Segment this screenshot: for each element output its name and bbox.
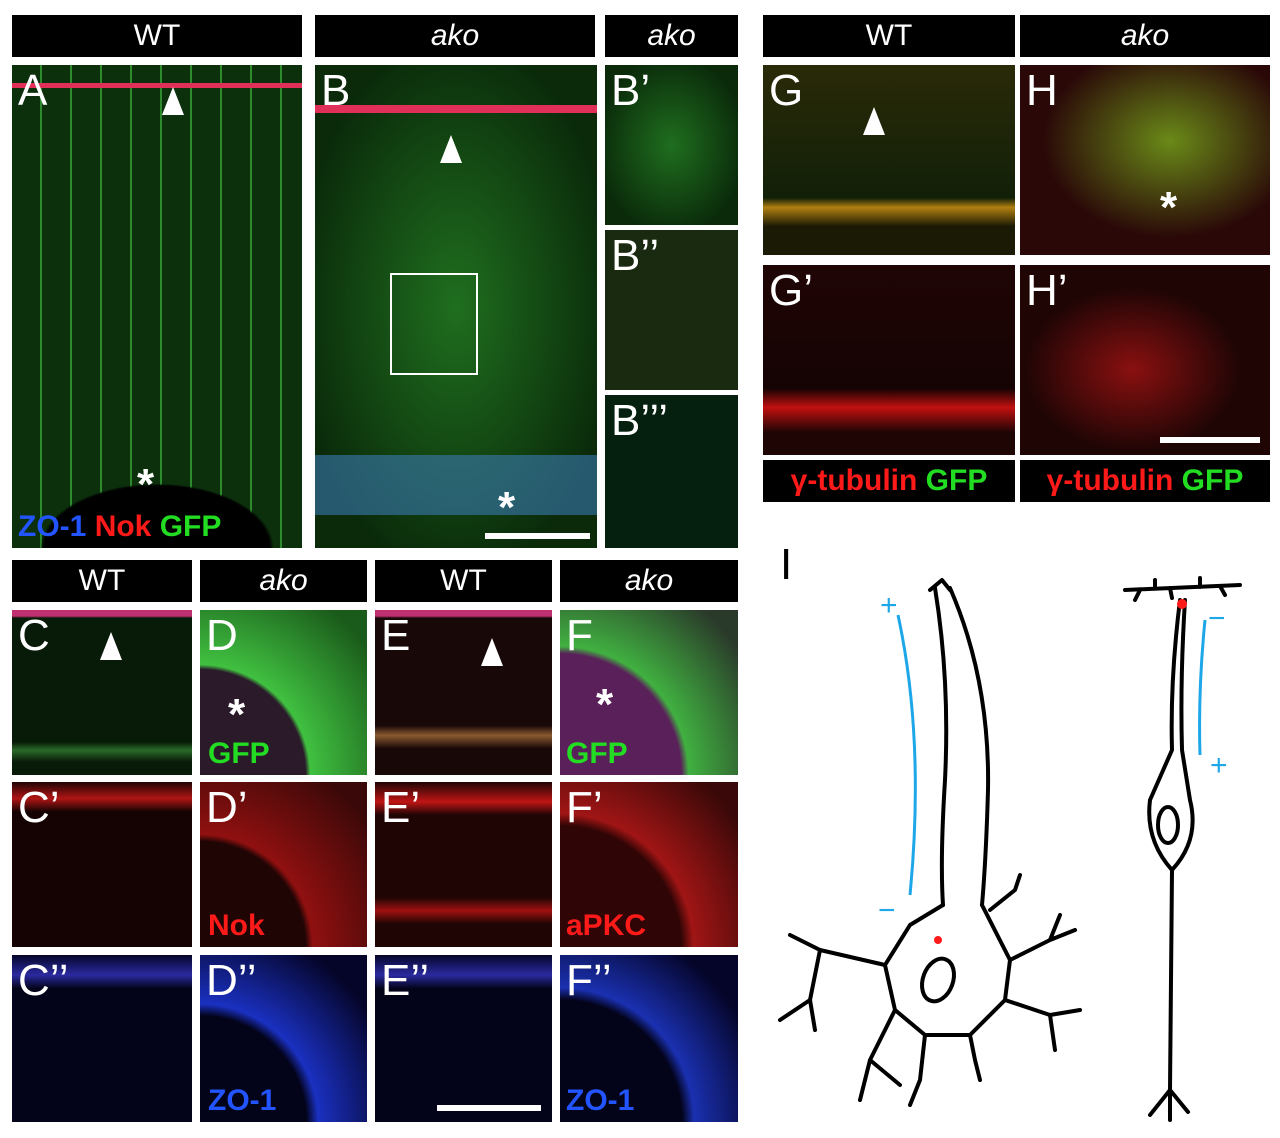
centrosome-dot xyxy=(1177,599,1187,609)
panel-label: C’’ xyxy=(18,956,69,1005)
asterisk: * xyxy=(137,460,155,509)
arrowhead-icon xyxy=(440,135,462,163)
apkc-label: aPKC xyxy=(566,909,647,942)
asterisk: * xyxy=(596,680,614,729)
nok-label: Nok xyxy=(94,510,152,543)
header-ako-bp: ako xyxy=(605,15,738,57)
multipolar-neuron-nucleus xyxy=(920,956,956,1004)
panel-label: H’ xyxy=(1026,266,1068,315)
microtubule-polarity-line xyxy=(896,614,917,896)
panel-b-prime: B’ xyxy=(605,65,738,225)
arrowhead-icon xyxy=(481,638,503,666)
channel-legend: ZO-1 Nok GFP xyxy=(18,510,221,544)
gfp-label: GFP xyxy=(566,737,628,770)
multipolar-neuron-axon xyxy=(933,586,991,907)
zo1-label: ZO-1 xyxy=(208,1084,277,1117)
panel-d: D *GFP xyxy=(200,610,367,775)
panel-label: A xyxy=(18,66,48,115)
scale-bar xyxy=(1160,437,1260,443)
panel-a: A * ZO-1 Nok GFP xyxy=(12,65,302,548)
panel-f-prime: F’ aPKC xyxy=(560,782,738,947)
panel-label: B xyxy=(321,66,351,115)
gamma-tubulin-label: γ-tubulin xyxy=(790,464,918,497)
panel-label: D’ xyxy=(206,783,248,832)
panel-b-triple-prime: B’’’ xyxy=(605,395,738,548)
minus-sign: − xyxy=(1208,602,1226,635)
panel-d-prime: D’ Nok xyxy=(200,782,367,947)
legend-h: γ-tubulin GFP xyxy=(1020,460,1270,502)
panel-label: D’’ xyxy=(206,956,257,1005)
plus-sign: + xyxy=(1210,749,1228,782)
panel-f: F* GFP xyxy=(560,610,738,775)
panel-label: F xyxy=(566,611,593,660)
panel-label: E xyxy=(381,611,411,660)
panel-label: B’’ xyxy=(611,231,660,280)
arrowhead-icon xyxy=(863,107,885,135)
panel-c-double-prime: C’’ xyxy=(12,955,192,1122)
panel-label: E’’ xyxy=(381,956,430,1005)
panel-label: G’ xyxy=(769,266,813,315)
panel-d-double-prime: D’’ ZO-1 xyxy=(200,955,367,1122)
gfp-label: GFP xyxy=(1181,464,1244,497)
panel-label: F’’ xyxy=(566,956,612,1005)
panel-i-label: I xyxy=(780,540,793,589)
header-ako-f: ako xyxy=(560,560,738,602)
panel-label: D xyxy=(206,611,238,660)
header-wt-e: WT xyxy=(375,560,552,602)
panel-label: C’ xyxy=(18,783,60,832)
header-wt-g: WT xyxy=(763,15,1015,57)
panel-b: B * xyxy=(315,65,597,548)
bipolar-neuron xyxy=(1123,576,1242,1122)
centrosome-dot xyxy=(934,936,942,944)
gfp-label: GFP xyxy=(925,464,988,497)
panel-b-double-prime: B’’ xyxy=(605,230,738,390)
panel-label: E’ xyxy=(381,783,421,832)
arrowhead-icon xyxy=(100,632,122,660)
minus-sign: − xyxy=(878,894,896,927)
header-wt-c: WT xyxy=(12,560,192,602)
panel-label: G xyxy=(769,66,804,115)
microtubule-polarity-line xyxy=(1198,619,1207,756)
panel-label: B’’’ xyxy=(611,396,669,445)
inset-box xyxy=(390,273,478,375)
panel-i-neuron-diagram: + − − + xyxy=(778,576,1242,1122)
panel-label: H xyxy=(1026,66,1058,115)
asterisk: * xyxy=(1160,183,1178,232)
header-ako-d: ako xyxy=(200,560,367,602)
asterisk: * xyxy=(228,690,246,739)
panel-c-prime: C’ xyxy=(12,782,192,947)
panel-c: C xyxy=(12,610,192,775)
plus-sign: + xyxy=(880,589,898,622)
panel-g: G xyxy=(763,65,1015,255)
zo1-label: ZO-1 xyxy=(566,1084,635,1117)
header-wt-a: WT xyxy=(12,15,302,57)
zo1-label: ZO-1 xyxy=(18,510,87,543)
arrowhead-icon xyxy=(162,87,184,115)
panel-e-prime: E’ xyxy=(375,782,552,947)
gfp-label: GFP xyxy=(159,510,222,543)
asterisk: * xyxy=(498,483,516,532)
panel-e: E xyxy=(375,610,552,775)
panel-e-double-prime: E’’ xyxy=(375,955,552,1122)
scale-bar xyxy=(437,1105,541,1111)
header-ako-b: ako xyxy=(315,15,595,57)
scale-bar xyxy=(485,533,590,539)
multipolar-neuron-soma xyxy=(883,903,1012,1037)
panel-label: C xyxy=(18,611,50,660)
legend-g: γ-tubulin GFP xyxy=(763,460,1015,502)
panel-h: H* xyxy=(1020,65,1270,255)
gfp-label: GFP xyxy=(208,737,270,770)
panel-f-double-prime: F’’ ZO-1 xyxy=(560,955,738,1122)
nok-label: Nok xyxy=(208,909,265,942)
gamma-tubulin-label: γ-tubulin xyxy=(1046,464,1174,497)
panel-label: B’ xyxy=(611,66,651,115)
panel-h-prime: H’ xyxy=(1020,265,1270,455)
panel-g-prime: G’ xyxy=(763,265,1015,455)
header-ako-h: ako xyxy=(1020,15,1270,57)
panel-label: F’ xyxy=(566,783,603,832)
